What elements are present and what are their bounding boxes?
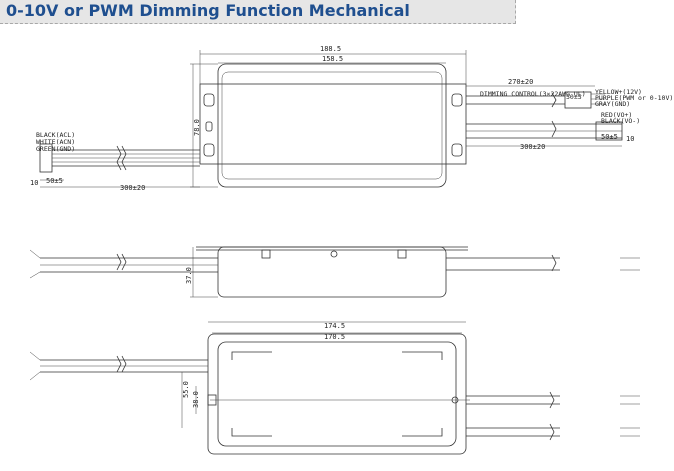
side-tab-left: [261, 249, 271, 259]
bottom-hole-left: [207, 394, 217, 406]
bottom-bracket-br: [402, 428, 443, 437]
top-screw-hole: [205, 121, 213, 132]
output-dim-strip: 50±5: [601, 133, 618, 141]
bottom-dim-height-inner: 38.0: [192, 391, 200, 408]
bottom-bracket-tl: [231, 351, 272, 360]
bottom-case-body: [217, 341, 457, 447]
input-dim-strip-small: 10: [30, 179, 38, 187]
bottom-bracket-bl: [231, 428, 272, 437]
output-dim-strip-small: 10: [626, 135, 634, 143]
side-hole: [330, 250, 338, 258]
bottom-dim-height-outer: 55.0: [182, 381, 190, 398]
input-dim-cable: 300±20: [120, 184, 145, 192]
output-label-red: RED(VO+): [601, 111, 632, 119]
bottom-view: 174.5 170.5 55.0 38.0: [29, 321, 640, 455]
dimming-dim-cable: 270±20: [508, 78, 533, 86]
dimming-cable-label: DIMMING CONTROL(3×22AWG UL): [480, 90, 586, 98]
dimming-label-purple: PURPLE(PWM or 0-10V): [595, 94, 673, 102]
section-title: 0-10V or PWM Dimming Function Mechanical: [6, 1, 410, 20]
top-slot-right-lower: [451, 143, 463, 157]
bottom-bracket-tr: [402, 351, 443, 360]
side-case-body: [217, 246, 447, 298]
section-header: 0-10V or PWM Dimming Function Mechanical: [0, 0, 516, 24]
top-slot-left-lower: [203, 143, 215, 157]
bottom-dim-overall: 174.5: [324, 322, 345, 330]
output-label-black: BLACK(VO-): [601, 117, 640, 125]
side-tab-right: [397, 249, 407, 259]
input-label-green: GREEN(GND): [36, 145, 75, 153]
top-dim-inner: 158.5: [322, 55, 343, 63]
top-mounting-plate: [199, 83, 467, 165]
top-slot-right-upper: [451, 93, 463, 107]
top-case-inner: [221, 71, 443, 180]
top-view: 188.5 158.5 78.0 BLACK(ACL) WHITE(ACN) G…: [30, 45, 673, 192]
top-case-body: [217, 63, 447, 188]
side-view: 37.0: [29, 246, 640, 298]
bottom-plate: [207, 333, 467, 455]
bottom-dim-inner: 170.5: [324, 333, 345, 341]
input-label-white: WHITE(ACN): [36, 138, 75, 146]
top-slot-left-upper: [203, 93, 215, 107]
top-dim-height: 78.0: [193, 119, 201, 136]
input-dim-strip: 50±5: [46, 177, 63, 185]
dimming-label-gray: GRAY(GND): [595, 100, 630, 108]
input-label-black: BLACK(ACL): [36, 131, 75, 139]
output-cable-strip: [595, 121, 623, 141]
dimming-connector: [564, 91, 592, 109]
dimming-dim-strip: 50±5: [566, 93, 582, 101]
dimming-label-yellow: YELLOW+(12V): [595, 88, 642, 96]
bottom-hole-right: [451, 396, 459, 404]
output-dim-cable: 300±20: [520, 143, 545, 151]
side-dim-height: 37.0: [185, 267, 193, 284]
top-dim-overall: 188.5: [320, 45, 341, 53]
